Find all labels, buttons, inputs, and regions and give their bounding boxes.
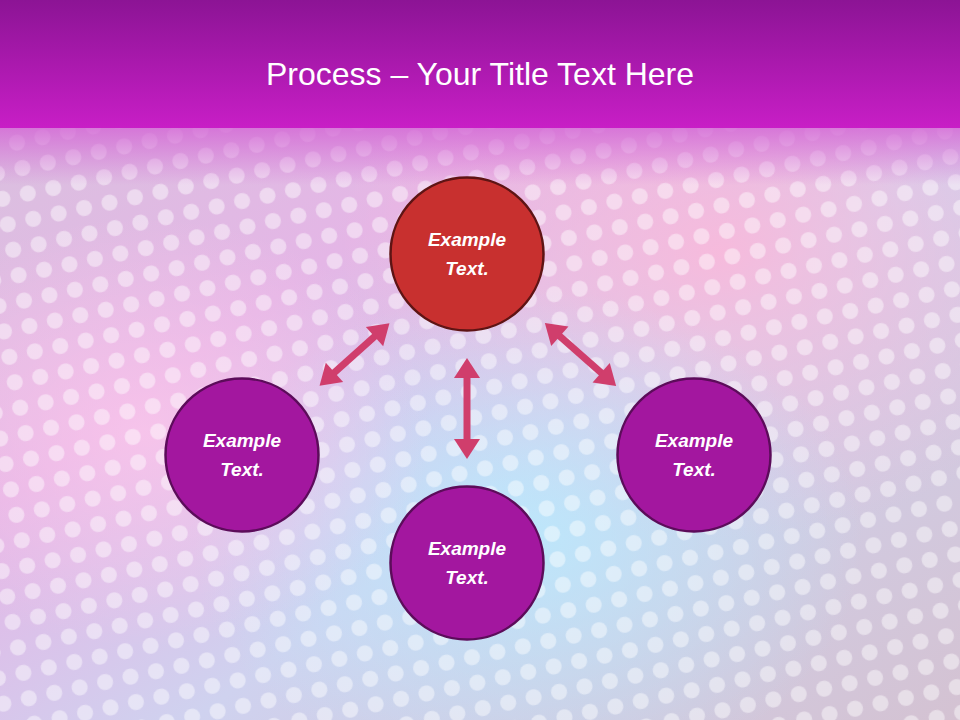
double-arrow (320, 323, 390, 385)
circle-outline (389, 176, 545, 332)
node-text: Example Text. (412, 534, 522, 592)
process-circle: Example Text. (389, 176, 545, 332)
process-circle: Example Text. (164, 377, 320, 533)
circle-outline (164, 377, 320, 533)
circle-outline (389, 485, 545, 641)
double-arrow (545, 323, 616, 386)
double-arrow (454, 358, 480, 459)
node-text: Example Text. (187, 426, 297, 484)
circle-outline (616, 377, 772, 533)
process-circle: Example Text. (616, 377, 772, 533)
process-circle: Example Text. (389, 485, 545, 641)
node-text: Example Text. (412, 225, 522, 283)
node-text: Example Text. (639, 426, 749, 484)
slide-title: Process – Your Title Text Here (0, 50, 960, 98)
